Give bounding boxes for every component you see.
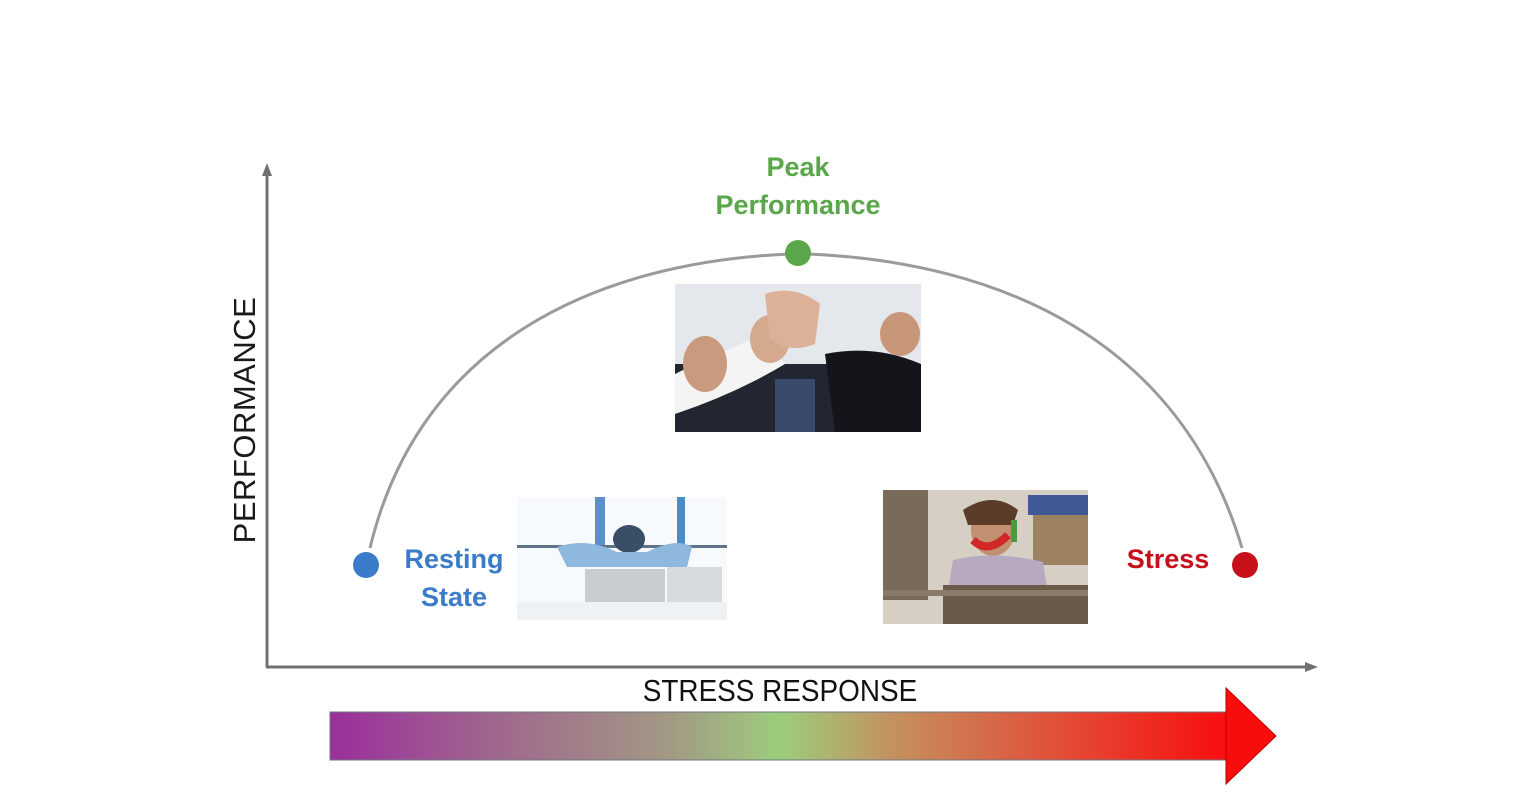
peak-label-line2: Performance: [715, 190, 881, 220]
resting-state-photo: [517, 497, 727, 620]
x-axis: [266, 662, 1318, 672]
y-axis: [262, 163, 272, 667]
peak-label-line1: Peak: [766, 152, 830, 182]
y-axis-label: PERFORMANCE: [227, 296, 262, 544]
y-axis-arrowhead-icon: [262, 163, 272, 176]
resting-state-label: Resting State: [386, 540, 522, 616]
resting-state-point: [353, 552, 379, 578]
x-axis-label: STRESS RESPONSE: [642, 673, 918, 708]
peak-performance-label: Peak Performance: [680, 148, 916, 224]
stress-label: Stress: [1108, 540, 1228, 578]
rest-label-line2: State: [420, 582, 488, 612]
stress-point: [1232, 552, 1258, 578]
stress-photo: [883, 490, 1088, 624]
performance-curve: [368, 252, 1244, 549]
peak-performance-point: [785, 240, 811, 266]
peak-performance-photo: [675, 284, 921, 432]
x-axis-arrowhead-icon: [1305, 662, 1318, 672]
rest-label-line1: Resting: [404, 544, 504, 574]
stress-response-gradient-arrow: [329, 686, 1277, 786]
stress-label-line1: Stress: [1126, 544, 1210, 574]
